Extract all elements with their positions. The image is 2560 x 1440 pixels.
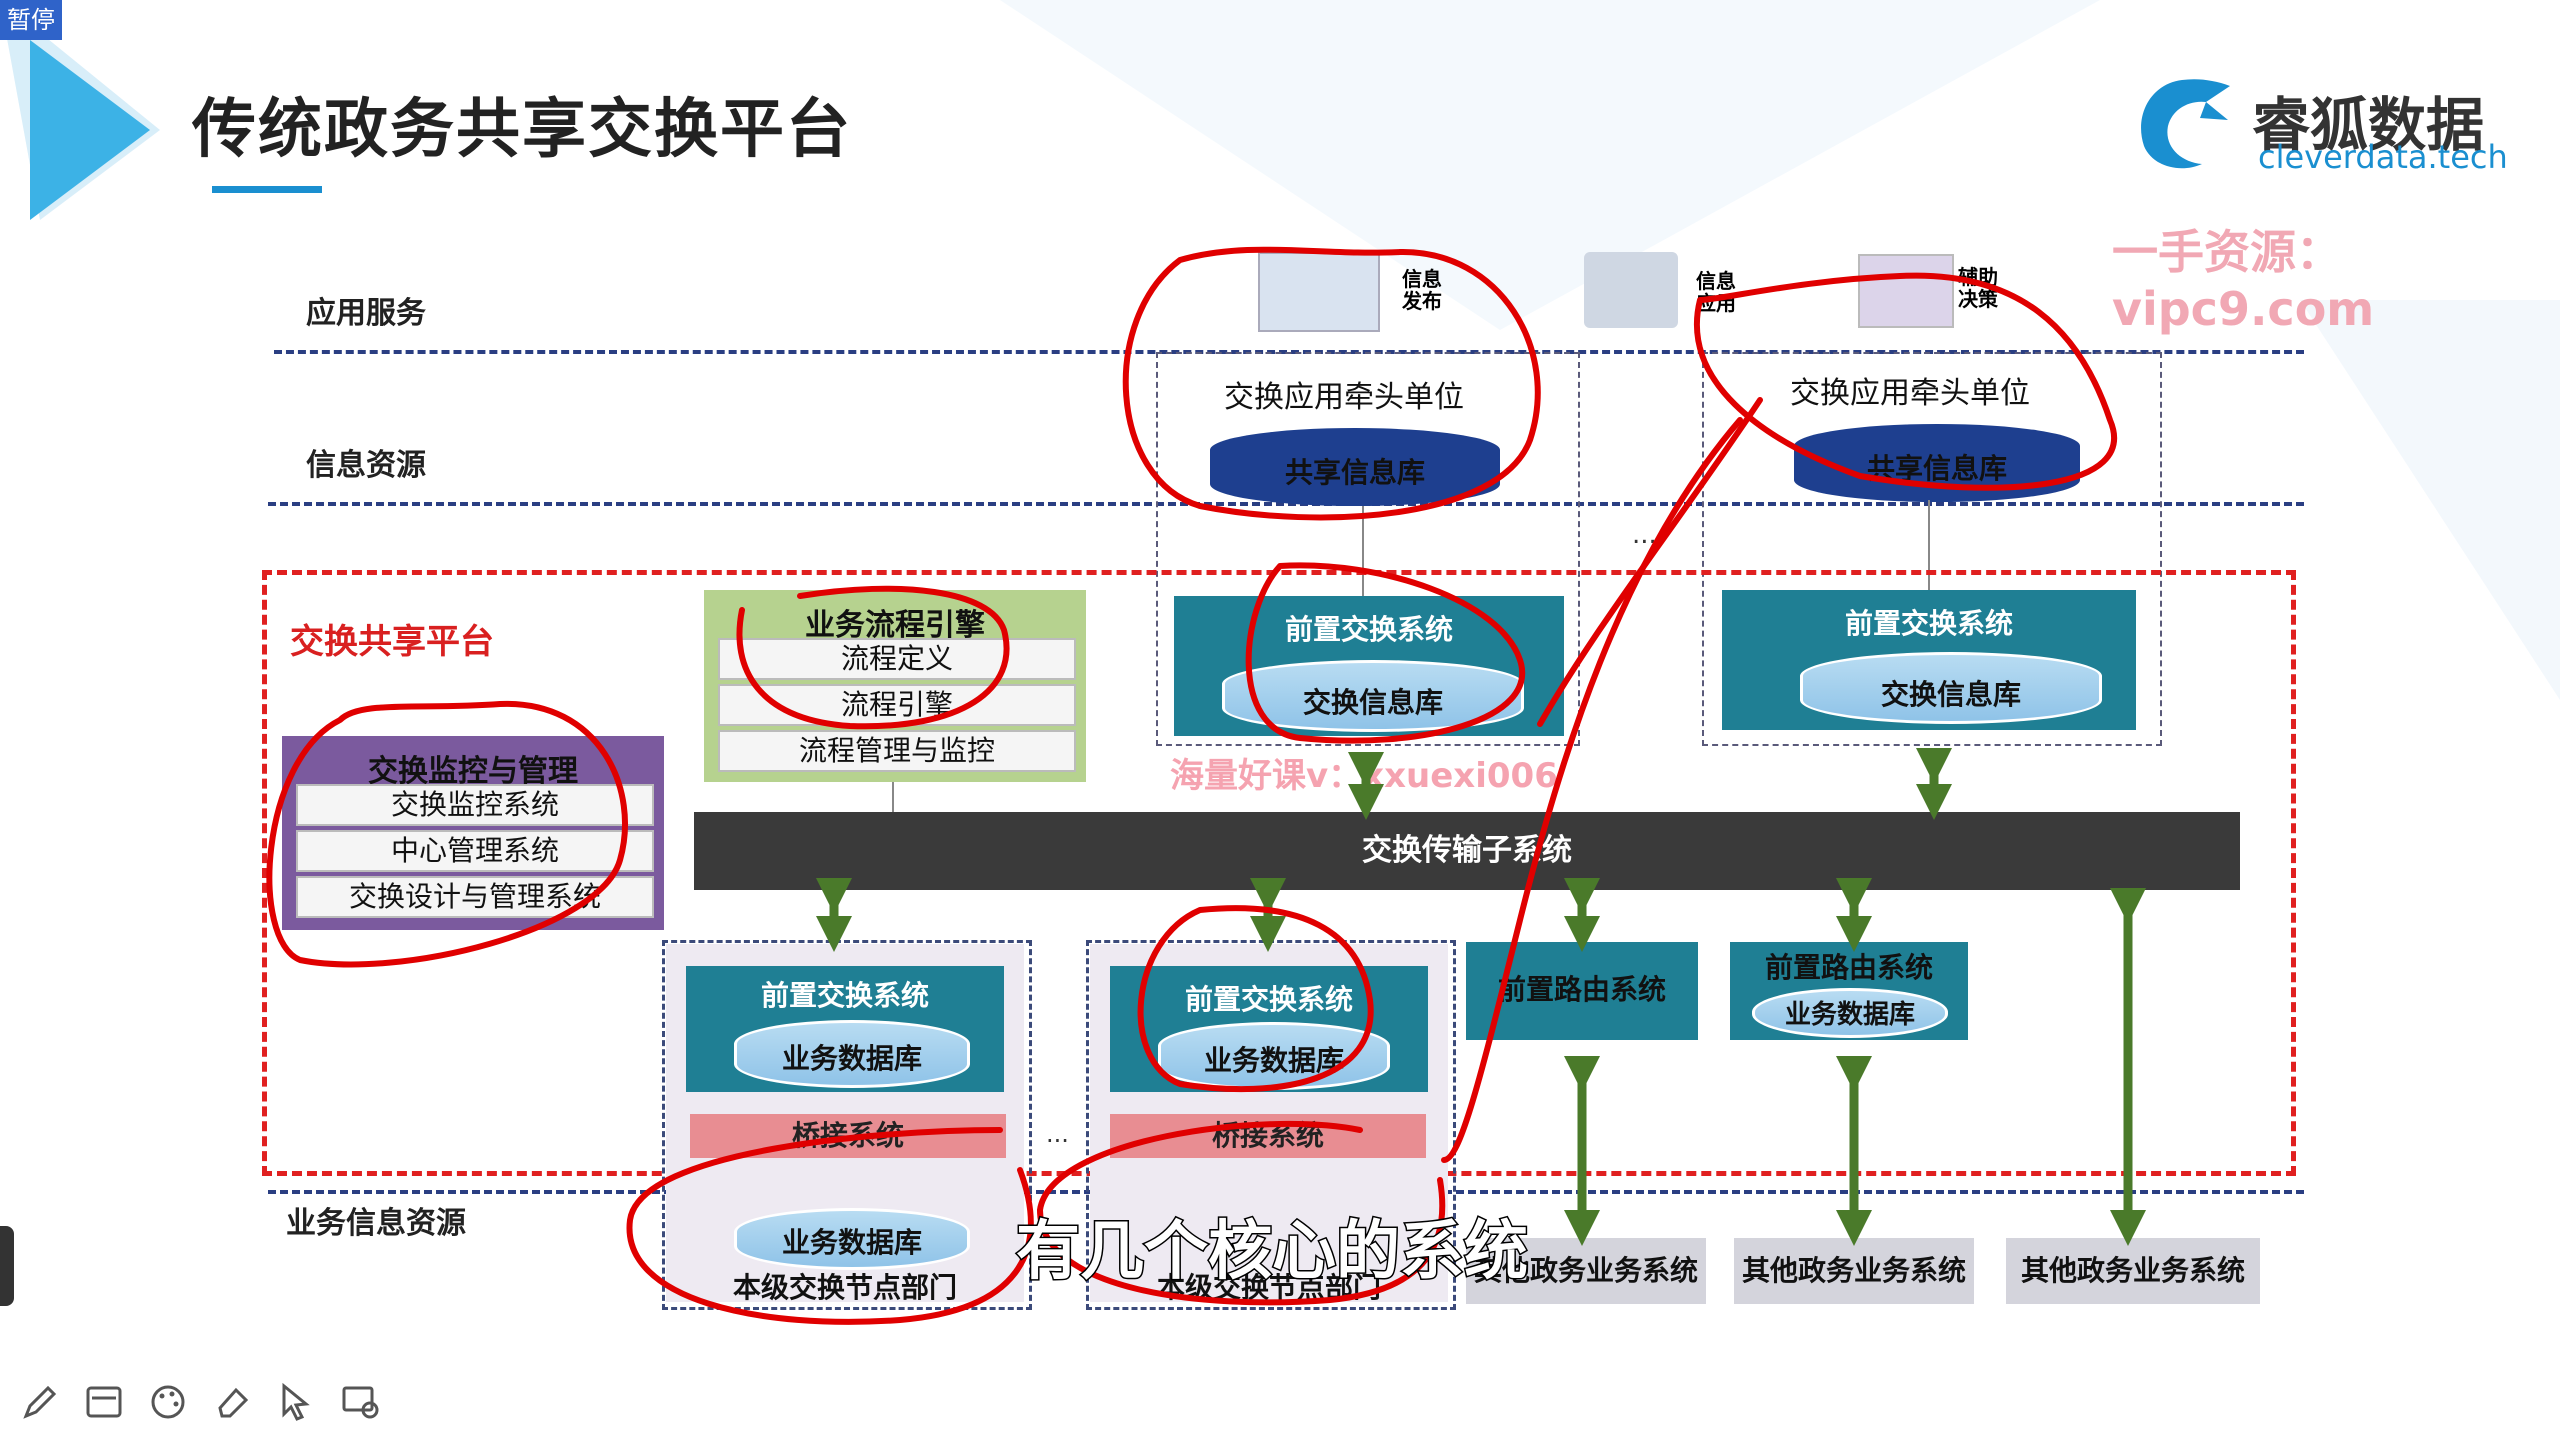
front-exchange-title: 前置交换系统	[1844, 607, 2013, 640]
shared-info-db: 共享信息库	[1794, 424, 2080, 502]
lead-unit-title: 交换应用牵头单位	[1224, 380, 1464, 415]
business-db: 业务数据库	[734, 1208, 970, 1270]
annotation	[626, 1127, 1034, 1325]
lead-unit-title: 交换应用牵头单位	[1790, 376, 2030, 411]
annotation	[736, 585, 1010, 730]
other-gov-system: 其他政务业务系统	[1466, 1238, 1706, 1304]
palette-icon[interactable]	[148, 1382, 188, 1422]
connector-line	[1362, 506, 1364, 598]
node-dept-label: 本级交换节点部门	[732, 1271, 957, 1304]
info-publish-label: 信息 发布	[1402, 267, 1442, 313]
layer-label-info-resource: 信息资源	[306, 448, 426, 483]
business-db: 业务数据库	[1752, 988, 1948, 1038]
ellipsis: ...	[1046, 1120, 1069, 1148]
front-exchange-title: 前置交换系统	[1184, 983, 1353, 1016]
exchange-info-db: 交换信息库	[1222, 660, 1524, 732]
title-underline	[212, 186, 322, 193]
annotation	[1441, 417, 1743, 1163]
pause-tag[interactable]: 暂停	[0, 0, 62, 40]
monitor-item: 交换监控系统	[296, 784, 654, 826]
watermark-top-right: 一手资源： vipc9.com	[2112, 225, 2375, 336]
lead-unit-box	[1702, 352, 2162, 746]
layer-divider	[268, 502, 2304, 506]
platform-label: 交换共享平台	[290, 622, 494, 662]
eraser-icon[interactable]	[212, 1382, 252, 1422]
subtitle-caption: 有几个核心的系统	[1015, 1214, 1530, 1291]
shared-info-db: 共享信息库	[1210, 428, 1500, 506]
annotation	[1137, 905, 1374, 1093]
side-drawer-handle[interactable]	[0, 1226, 14, 1306]
assist-decision-image	[1858, 254, 1954, 328]
annotation	[1245, 562, 1526, 744]
front-router-title: 前置路由系统	[1497, 973, 1666, 1006]
info-publish-image	[1258, 252, 1380, 332]
lead-unit-box	[1156, 352, 1580, 746]
layer-label-app-service: 应用服务	[306, 296, 426, 331]
monitor-item: 中心管理系统	[296, 830, 654, 872]
workflow-item: 流程定义	[718, 638, 1076, 680]
pen-icon[interactable]	[20, 1382, 60, 1422]
connector-line	[892, 782, 894, 812]
fox-logo-icon	[2141, 79, 2230, 169]
front-router-title: 前置路由系统	[1764, 951, 1933, 984]
annotation	[266, 700, 628, 968]
monitor-panel-title: 交换监控与管理	[368, 754, 578, 789]
other-gov-system: 其他政务业务系统	[2006, 1238, 2260, 1304]
brand-name: 睿狐数据	[2252, 91, 2485, 159]
pointer-icon[interactable]	[276, 1382, 316, 1422]
workflow-panel-title: 业务流程引擎	[805, 608, 985, 643]
whiteboard-icon[interactable]	[84, 1382, 124, 1422]
annotation	[1036, 1120, 1446, 1306]
connector-line	[1928, 500, 1930, 592]
annotation	[1693, 272, 2118, 491]
annotation	[1537, 397, 1763, 727]
annotation	[1122, 246, 1541, 521]
exchange-transport-subsystem: 交换传输子系统	[694, 812, 2240, 890]
brand-url: cleverdata.tech	[2258, 138, 2508, 176]
slide-title: 传统政务共享交换平台	[192, 93, 852, 167]
business-db: 业务数据库	[734, 1020, 970, 1088]
screen-share-icon[interactable]	[340, 1382, 380, 1422]
front-exchange-title: 前置交换系统	[760, 979, 929, 1012]
other-gov-system: 其他政务业务系统	[1734, 1238, 1974, 1304]
layer-label-biz-info-resource: 业务信息资源	[286, 1206, 466, 1241]
exchange-info-db: 交换信息库	[1800, 652, 2102, 724]
front-exchange-title: 前置交换系统	[1284, 613, 1453, 646]
info-apply-image	[1584, 252, 1678, 328]
workflow-item: 流程管理与监控	[718, 730, 1076, 772]
